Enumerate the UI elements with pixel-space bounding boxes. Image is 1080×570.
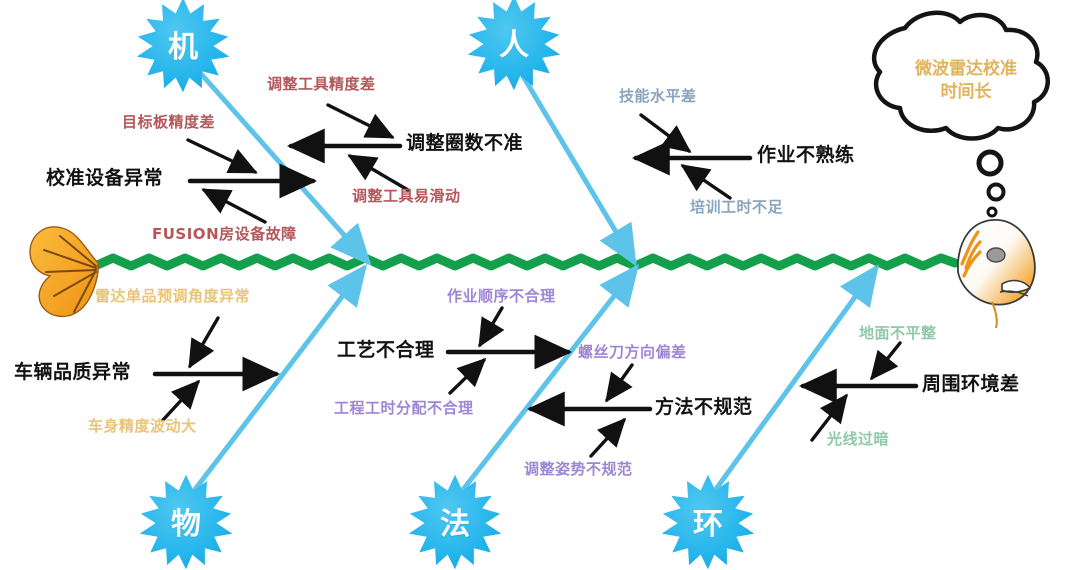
cause-label-surrounding-environment-poor[interactable]: 周围环境差 <box>922 373 1020 395</box>
people-cause-arrows <box>631 113 753 200</box>
cause-label-adjust-tool-slips-easily[interactable]: 调整工具易滑动 <box>352 187 461 205</box>
branch-line-people <box>508 53 637 267</box>
starburst-people[interactable] <box>467 0 561 91</box>
cause-label-body-precision-fluctuation-large[interactable]: 车身精度波动大 <box>88 417 197 435</box>
cause-label-engineering-hours-allocation-unreasonable[interactable]: 工程工时分配不合理 <box>334 399 474 417</box>
effect-statement-line2: 时间长 <box>940 81 992 102</box>
arrow-mt-sub-2 <box>161 379 201 422</box>
cause-label-light-too-dim[interactable]: 光线过暗 <box>827 430 890 448</box>
arrow-e-sub-1 <box>870 341 902 381</box>
cause-label-method-nonstandard[interactable]: 方法不规范 <box>655 396 753 418</box>
arrow-f-sub-2 <box>448 357 487 395</box>
machine-cause-arrows <box>186 103 410 224</box>
starburst-method[interactable] <box>408 474 502 570</box>
arrow-f-sub-3 <box>605 363 634 403</box>
arrow-p-sub-2 <box>680 164 732 200</box>
cause-label-vehicle-quality-abnormal[interactable]: 车辆品质异常 <box>14 361 132 383</box>
arrow-m-sub-1 <box>186 138 258 174</box>
cause-label-adjust-posture-nonstandard[interactable]: 调整姿势不规范 <box>524 460 633 478</box>
cause-label-operation-sequence-unreasonable[interactable]: 作业顺序不合理 <box>447 287 556 305</box>
arrow-m-sub-4 <box>347 154 410 192</box>
cause-label-adjust-tool-precision-poor[interactable]: 调整工具精度差 <box>267 75 376 93</box>
arrow-p-sub-1 <box>639 113 692 153</box>
category-starbursts[interactable] <box>136 0 755 570</box>
branch-line-environment <box>708 263 879 499</box>
method-cause-arrows <box>445 306 653 458</box>
cause-label-adjust-turns-inaccurate[interactable]: 调整圈数不准 <box>406 132 524 154</box>
starburst-environment[interactable] <box>661 474 755 570</box>
material-cause-arrows <box>152 316 281 422</box>
starburst-machine[interactable] <box>136 0 230 93</box>
effect-statement: 微波雷达校准 时间长 <box>886 58 1046 104</box>
category-branch-lines <box>184 53 879 499</box>
arrow-f-sub-1 <box>478 306 505 348</box>
arrow-mt-sub-1 <box>188 316 220 369</box>
effect-statement-line1: 微波雷达校准 <box>915 59 1017 79</box>
cause-label-target-board-precision-poor[interactable]: 目标板精度差 <box>122 113 216 131</box>
cause-label-radar-unit-preset-angle-abnormal[interactable]: 雷达单品预调角度异常 <box>95 287 251 305</box>
thought-bubbles <box>976 149 1006 218</box>
fish-tail-icon <box>29 226 99 317</box>
fish-spine <box>90 253 960 271</box>
cause-label-process-unreasonable[interactable]: 工艺不合理 <box>337 339 435 361</box>
starburst-material[interactable] <box>139 474 233 570</box>
cause-label-calibration-equipment-abnormal[interactable]: 校准设备异常 <box>46 167 164 189</box>
branch-line-machine <box>184 55 372 266</box>
cause-label-fusion-room-equipment-failure[interactable]: FUSION房设备故障 <box>152 225 297 243</box>
cause-label-operation-unskilled[interactable]: 作业不熟练 <box>757 144 855 166</box>
fish-head-icon <box>957 219 1036 329</box>
cause-label-screwdriver-direction-deviation[interactable]: 螺丝刀方向偏差 <box>578 343 687 361</box>
effect-cloud <box>872 10 1050 141</box>
arrow-f-sub-4 <box>589 417 627 458</box>
arrow-m-sub-2 <box>201 188 267 224</box>
arrow-m-sub-3 <box>326 103 395 139</box>
branch-line-method <box>455 264 640 499</box>
cause-label-ground-uneven[interactable]: 地面不平整 <box>859 324 937 342</box>
cause-label-training-hours-insufficient[interactable]: 培训工时不足 <box>690 198 784 216</box>
arrow-e-sub-2 <box>810 393 848 442</box>
cause-label-skill-level-poor[interactable]: 技能水平差 <box>619 87 697 105</box>
environment-cause-arrows <box>798 341 919 442</box>
